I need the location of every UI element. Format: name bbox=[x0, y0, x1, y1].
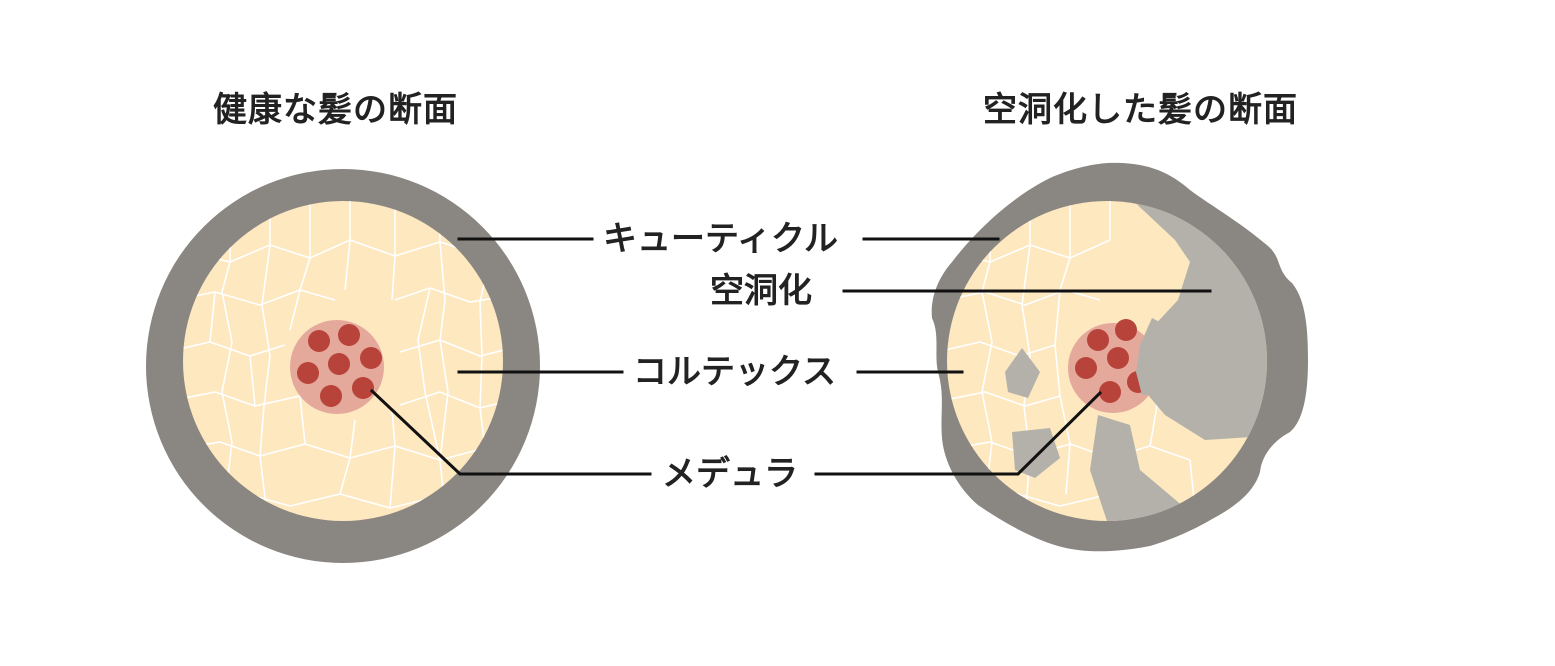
hollowed-medulla bbox=[1068, 318, 1175, 413]
hollow-small bbox=[1005, 348, 1040, 398]
healthy-medulla bbox=[290, 320, 384, 414]
medulla-line-left bbox=[369, 388, 652, 476]
medulla-dot bbox=[1107, 347, 1129, 369]
medulla-dot bbox=[352, 377, 374, 399]
medulla-dot bbox=[320, 385, 342, 407]
medulla-dot bbox=[308, 330, 330, 352]
medulla-dot bbox=[360, 347, 382, 369]
medulla-dot bbox=[1087, 329, 1109, 351]
medulla-label: メデュラ bbox=[656, 454, 804, 494]
healthy-hair bbox=[146, 169, 540, 563]
medulla-dot bbox=[1099, 381, 1121, 403]
hollowed-hair bbox=[931, 162, 1308, 552]
hollow-lower bbox=[1090, 415, 1200, 521]
medulla-dot bbox=[297, 362, 319, 384]
medulla-dot bbox=[1075, 357, 1097, 379]
hollow-label: 空洞化 bbox=[704, 271, 818, 311]
cuticle-label: キューティクル bbox=[597, 219, 844, 259]
medulla-hollow-overlap bbox=[1136, 318, 1175, 395]
leader-lines bbox=[369, 237, 1212, 476]
medulla-dot bbox=[1115, 319, 1137, 341]
hollowed-title: 空洞化した髪の断面 bbox=[983, 90, 1298, 130]
cortex-label: コルテックス bbox=[627, 352, 842, 392]
medulla-line-right bbox=[814, 390, 1103, 476]
hollow-small bbox=[1012, 428, 1060, 478]
medulla-dot bbox=[338, 324, 360, 346]
healthy-title: 健康な髪の断面 bbox=[213, 90, 458, 130]
medulla-dot bbox=[328, 353, 350, 375]
